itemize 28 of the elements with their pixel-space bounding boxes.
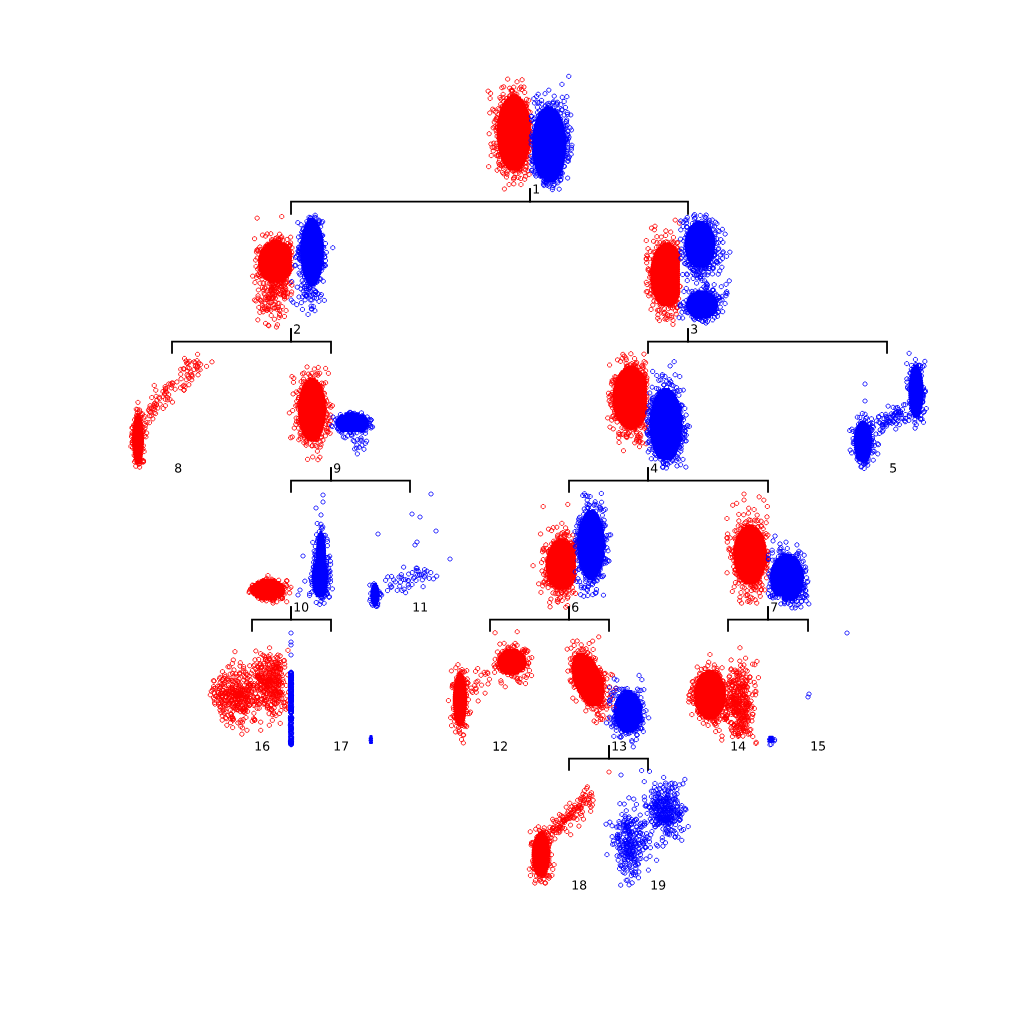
branch-line [767, 605, 809, 633]
node-number: 17 [334, 741, 349, 751]
branch-line [290, 327, 332, 355]
branch-line [647, 466, 769, 494]
node-number: 5 [890, 463, 897, 473]
node-number: 18 [572, 880, 587, 890]
node-number: 11 [413, 602, 427, 612]
node-number: 1 [533, 184, 539, 194]
branch-line [608, 744, 649, 772]
node-number: 10 [294, 602, 309, 612]
branch-line [529, 187, 689, 216]
node-number: 8 [175, 463, 182, 473]
node-number: 7 [771, 602, 778, 612]
node-number: 3 [691, 324, 698, 334]
node-number: 9 [334, 463, 341, 473]
node-number: 15 [811, 741, 825, 751]
branch-line [330, 466, 411, 494]
node-number: 16 [255, 741, 270, 751]
branch-line [290, 605, 332, 633]
node-number: 14 [731, 741, 746, 751]
branch-line [568, 605, 610, 633]
node-number: 6 [572, 602, 579, 612]
branch-line [687, 327, 888, 355]
node-number: 13 [612, 741, 627, 751]
node-number: 19 [651, 880, 666, 890]
node-number: 4 [650, 463, 658, 473]
node-number: 2 [294, 324, 300, 334]
node-number: 12 [493, 741, 507, 751]
